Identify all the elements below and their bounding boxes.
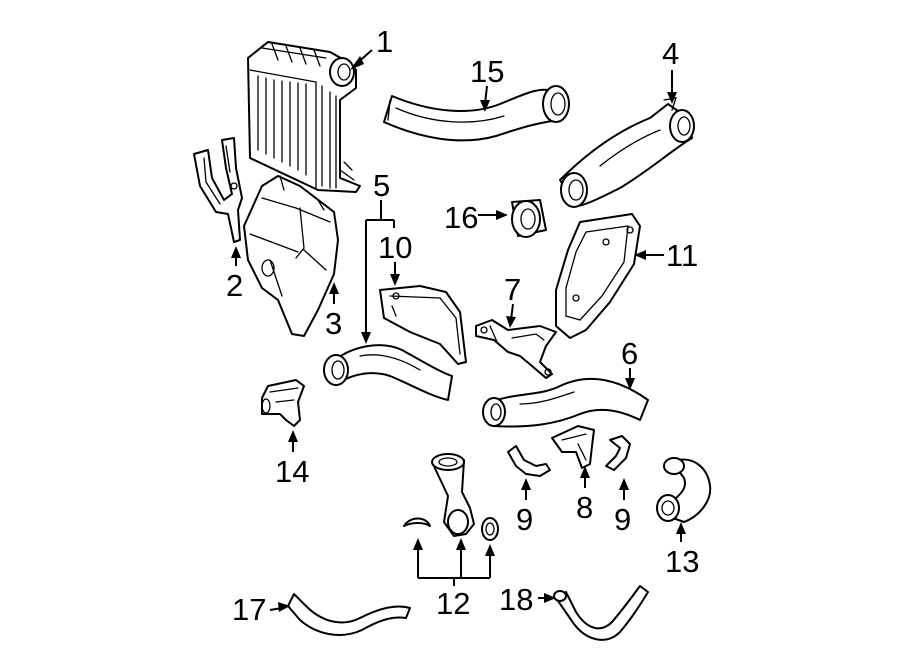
- part-2-bracket: [193, 137, 243, 243]
- callout-12: 12: [436, 586, 470, 621]
- part-3-air-duct: [243, 175, 339, 337]
- callout-11: 11: [666, 238, 698, 273]
- part-4-inlet-hose: [559, 97, 695, 208]
- callout-14: 14: [275, 454, 309, 489]
- part-5-lower-hose: [323, 344, 453, 401]
- part-17-small-hose: [287, 593, 411, 636]
- callout-1: 1: [376, 24, 393, 59]
- part-9-clamp-left: [507, 445, 551, 477]
- callout-16: 16: [444, 200, 478, 235]
- callout-4: 4: [662, 36, 679, 71]
- callout-13: 13: [665, 544, 699, 579]
- part-6-outlet-hose: [482, 378, 649, 428]
- callout-2: 2: [226, 268, 243, 303]
- part-1-intercooler: [247, 41, 361, 193]
- part-9-clamp-right: [605, 435, 631, 471]
- part-8-bracket: [551, 425, 595, 469]
- part-12-vent-tube: [403, 453, 499, 541]
- callout-18: 18: [499, 582, 533, 617]
- part-13-elbow-hose: [656, 457, 712, 523]
- part-18-return-hose: [553, 585, 649, 641]
- part-11-shield-plate: [555, 213, 641, 339]
- part-14-sensor: [261, 379, 305, 427]
- part-7-bracket: [475, 319, 557, 379]
- callout-3: 3: [325, 306, 342, 341]
- part-15-upper-hose: [383, 85, 570, 142]
- callout-9b: 9: [614, 502, 631, 537]
- part-10-heat-shield: [379, 285, 467, 365]
- callout-5: 5: [373, 168, 390, 203]
- callout-7: 7: [504, 272, 521, 307]
- callout-6: 6: [621, 336, 638, 371]
- part-16-coupling: [511, 199, 547, 238]
- callout-15: 15: [470, 54, 504, 89]
- leader-lines: [231, 49, 686, 612]
- callout-8: 8: [576, 490, 593, 525]
- callout-10: 10: [378, 230, 412, 265]
- callout-17: 17: [232, 592, 266, 627]
- callout-9a: 9: [516, 502, 533, 537]
- callout-labels: 1 15 4 16 11 5 10 7 2 3 6 14 9 8 9 13 12…: [226, 24, 699, 627]
